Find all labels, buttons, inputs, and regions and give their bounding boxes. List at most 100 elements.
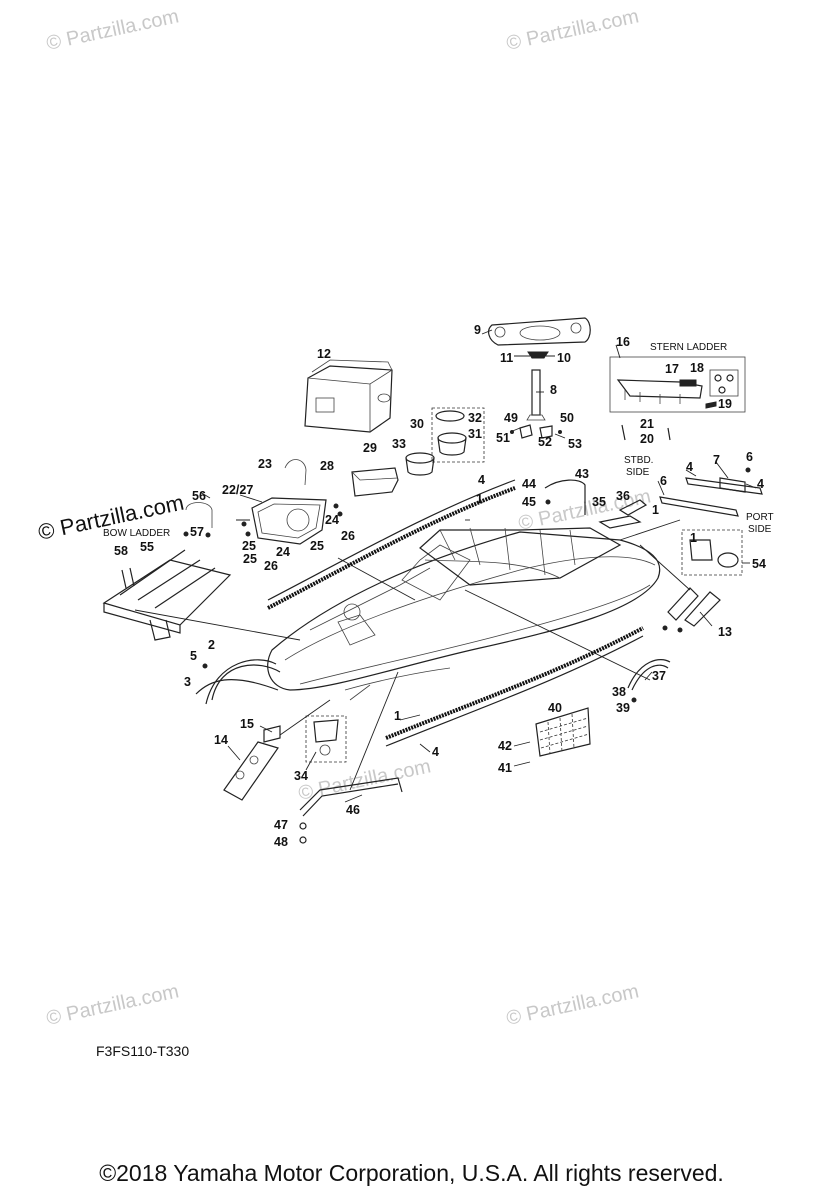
part-23-speaker-panel <box>241 459 343 545</box>
rub-rail-upper <box>267 479 516 610</box>
callout-4: 4 <box>432 745 439 759</box>
callout-24: 24 <box>325 513 339 527</box>
callout-50: 50 <box>560 411 574 425</box>
callout-30: 30 <box>410 417 424 431</box>
callout-40: 40 <box>548 701 562 715</box>
caption-stbd-side: SIDE <box>626 467 650 478</box>
callout-1: 1 <box>394 709 401 723</box>
figure-code: F3FS110-T330 <box>96 1043 190 1059</box>
callout-7: 7 <box>713 453 720 467</box>
callout-24: 24 <box>276 545 290 559</box>
watermark: © Partzilla.com <box>44 980 180 1030</box>
callout-18: 18 <box>690 361 704 375</box>
callout-6: 6 <box>660 474 667 488</box>
callout-37: 37 <box>652 669 666 683</box>
callout-32: 32 <box>468 411 482 425</box>
callout-29: 29 <box>363 441 377 455</box>
bow-ladder-assembly <box>102 502 232 641</box>
callout-39: 39 <box>616 701 630 715</box>
callout-35: 35 <box>592 495 606 509</box>
callout-54: 54 <box>752 557 766 571</box>
watermark: © Partzilla.com <box>504 980 640 1030</box>
callout-42: 42 <box>498 739 512 753</box>
watermark: © Partzilla.com <box>504 5 640 55</box>
callout-11: 11 <box>500 351 513 365</box>
callout-15: 15 <box>240 717 254 731</box>
callout-10: 10 <box>557 351 571 365</box>
stern-ladder-assembly <box>609 356 746 441</box>
part-13-hardware <box>662 587 721 633</box>
callout-16: 16 <box>616 335 630 349</box>
callout-51: 51 <box>496 431 510 445</box>
caption-port-side: PORT <box>746 512 774 523</box>
callout-56: 56 <box>192 489 206 503</box>
leader-lines <box>134 329 757 803</box>
part-30-32-cupholder <box>431 407 485 463</box>
part-28-tray <box>351 467 399 497</box>
callout-49: 49 <box>504 411 518 425</box>
callout-25: 25 <box>310 539 324 553</box>
callout-2: 2 <box>208 638 215 652</box>
part-33-cupholder <box>405 452 435 476</box>
caption-stern-ladder: STERN LADDER <box>650 342 727 353</box>
watermark: © Partzilla.com <box>296 755 432 805</box>
callouts: 1 1 1 1 2 3 4 4 4 4 5 6 6 7 8 9 10 11 12… <box>114 323 766 849</box>
callout-13: 13 <box>718 625 732 639</box>
callout-20: 20 <box>640 432 654 446</box>
callout-26: 26 <box>264 559 278 573</box>
callout-1: 1 <box>690 531 697 545</box>
part-54-cleat <box>681 529 743 576</box>
callout-41: 41 <box>498 761 512 775</box>
callout-23: 23 <box>258 457 272 471</box>
part-49-53-brackets <box>510 424 562 439</box>
callout-17: 17 <box>665 362 679 376</box>
part-2-3-trim <box>195 659 281 705</box>
part-37-rail <box>627 658 671 703</box>
part-12-cooler <box>304 359 393 433</box>
caption-stbd-side: STBD. <box>624 455 653 466</box>
callout-48: 48 <box>274 835 288 849</box>
callout-26: 26 <box>341 529 355 543</box>
callout-4: 4 <box>478 473 485 487</box>
part-9-lid <box>488 317 591 421</box>
part-40-net <box>535 707 591 757</box>
part-35-36-brackets <box>598 499 648 529</box>
copyright-notice: ©2018 Yamaha Motor Corporation, U.S.A. A… <box>99 1160 724 1186</box>
part-43-grab-rail <box>544 479 586 515</box>
callout-12: 12 <box>317 347 331 361</box>
caption-bow-ladder: BOW LADDER <box>103 528 170 539</box>
callout-43: 43 <box>575 467 589 481</box>
rub-rail-lower <box>385 626 644 747</box>
callout-36: 36 <box>616 489 630 503</box>
callout-31: 31 <box>468 427 482 441</box>
callout-52: 52 <box>538 435 552 449</box>
callout-45: 45 <box>522 495 536 509</box>
callout-33: 33 <box>392 437 406 451</box>
callout-34: 34 <box>294 769 308 783</box>
callout-25: 25 <box>243 552 257 566</box>
callout-5: 5 <box>190 649 197 663</box>
callout-19: 19 <box>718 397 732 411</box>
callout-14: 14 <box>214 733 228 747</box>
callout-58: 58 <box>114 544 128 558</box>
callout-6: 6 <box>746 450 753 464</box>
part-14-15-bracket <box>223 725 281 801</box>
callout-28: 28 <box>320 459 334 473</box>
watermark: © Partzilla.com <box>44 5 180 55</box>
stbd-rail-bracket <box>659 467 763 517</box>
callout-4: 4 <box>757 477 764 491</box>
callout-57: 57 <box>190 525 204 539</box>
callout-8: 8 <box>550 383 557 397</box>
callout-53: 53 <box>568 437 582 451</box>
callout-3: 3 <box>184 675 191 689</box>
callout-44: 44 <box>522 477 536 491</box>
part-46-rail <box>299 777 403 844</box>
callout-9: 9 <box>474 323 481 337</box>
boat-hull <box>267 527 661 701</box>
callout-4: 4 <box>686 460 693 474</box>
callout-1: 1 <box>652 503 659 517</box>
callout-38: 38 <box>612 685 626 699</box>
callout-47: 47 <box>274 818 288 832</box>
caption-port-side: SIDE <box>748 524 772 535</box>
